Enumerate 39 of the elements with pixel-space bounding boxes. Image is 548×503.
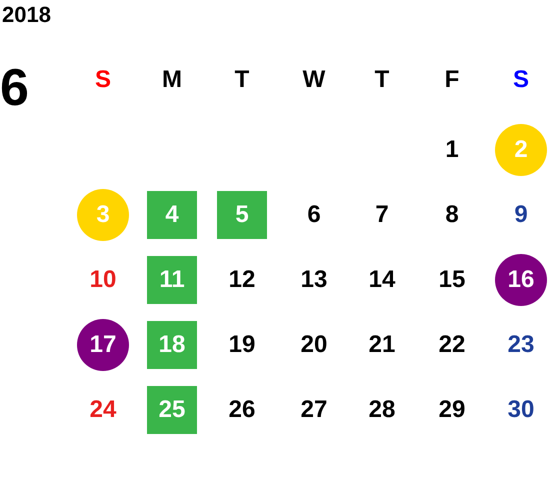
month-number: 6 xyxy=(0,58,29,118)
date-number: 15 xyxy=(438,266,466,294)
date-number: 22 xyxy=(438,331,466,359)
weekday-label: S xyxy=(513,66,529,94)
date-number: 9 xyxy=(514,201,528,229)
date-number: 14 xyxy=(368,266,396,294)
date-number: 23 xyxy=(508,331,534,359)
date-number: 13 xyxy=(300,266,328,294)
date-number: 28 xyxy=(368,396,396,424)
date-number: 30 xyxy=(508,396,534,424)
date-number: 10 xyxy=(90,266,116,294)
highlighted-date-circle: 3 xyxy=(77,189,129,241)
highlighted-date-square: 4 xyxy=(147,191,197,239)
weekday-label: T xyxy=(374,66,390,94)
date-number: 21 xyxy=(368,331,396,359)
highlighted-date-square: 5 xyxy=(217,191,267,239)
date-number: 29 xyxy=(438,396,466,424)
weekday-label: M xyxy=(162,66,182,94)
date-number: 7 xyxy=(375,201,389,229)
year-heading: 2018 xyxy=(2,2,51,28)
highlighted-date-circle: 2 xyxy=(495,124,547,176)
date-number: 20 xyxy=(300,331,328,359)
highlighted-date-circle: 17 xyxy=(77,319,129,371)
date-number: 19 xyxy=(228,331,256,359)
weekday-label: T xyxy=(234,66,250,94)
highlighted-date-square: 11 xyxy=(147,256,197,304)
weekday-label: F xyxy=(444,66,460,94)
date-number: 27 xyxy=(300,396,328,424)
weekday-label: S xyxy=(95,66,111,94)
highlighted-date-square: 18 xyxy=(147,321,197,369)
weekday-label: W xyxy=(302,66,326,94)
date-number: 8 xyxy=(445,201,459,229)
date-number: 12 xyxy=(228,266,256,294)
date-number: 1 xyxy=(445,136,459,164)
highlighted-date-square: 25 xyxy=(147,386,197,434)
date-number: 26 xyxy=(228,396,256,424)
date-number: 24 xyxy=(90,396,116,424)
highlighted-date-circle: 16 xyxy=(495,254,547,306)
date-number: 6 xyxy=(307,201,321,229)
